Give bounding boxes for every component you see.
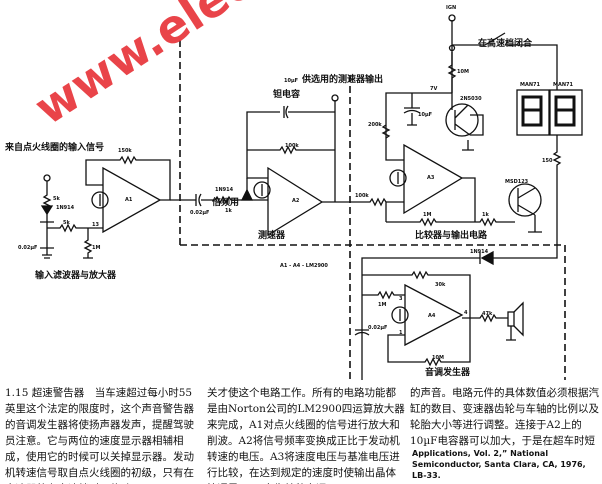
q2-label: MSD123 bbox=[505, 179, 529, 185]
r30k-label: 30k bbox=[435, 282, 446, 288]
c2-label: 0.02µF bbox=[190, 210, 210, 216]
r-in-label: 5k bbox=[63, 220, 70, 226]
disp1-label: MAN71 bbox=[520, 82, 540, 88]
op-amp-a1 bbox=[102, 166, 162, 234]
speaker-icon bbox=[507, 311, 515, 327]
r150k-label: 150k bbox=[118, 148, 132, 154]
c10b-label: 10µF bbox=[418, 112, 433, 118]
label-tach-output: 供选用的测速器输出 bbox=[302, 75, 384, 85]
pin13-label: 13 bbox=[92, 222, 99, 228]
a1-label: A1 bbox=[125, 197, 133, 203]
label-comparator-block: 比较器与输出电路 bbox=[415, 231, 488, 241]
a4-label: A4 bbox=[428, 313, 436, 319]
circuit-schematic bbox=[40, 14, 583, 380]
r10m-b-label: 10M bbox=[432, 355, 444, 361]
text-column-2: 关才使这个电路工作。所有的电路功能都是由Norton公司的LM2900四运算放大… bbox=[207, 387, 405, 484]
v7-label: 7V bbox=[430, 86, 438, 92]
text-column-3: 的声音。电路元件的具体数值必须根据汽缸的数目、变速器齿轮与车轴的比例以及轮胎大小… bbox=[410, 387, 599, 447]
label-high-gear: 在高速档闭合 bbox=[478, 39, 533, 49]
pin1-label: 1 bbox=[399, 330, 403, 336]
pin4-label: 4 bbox=[464, 310, 468, 316]
r1k-b-label: 1k bbox=[482, 212, 489, 218]
r5k-label: 5k bbox=[53, 196, 60, 202]
op-amp-a3 bbox=[403, 143, 464, 215]
disp2-label: MAN71 bbox=[553, 82, 573, 88]
d1-label: 1N914 bbox=[56, 205, 75, 211]
r1m-b-label: 1M bbox=[423, 212, 432, 218]
r100k-b-label: 100k bbox=[355, 193, 369, 199]
r150-label: 150 bbox=[542, 158, 553, 164]
label-tone-block: 音调发生器 bbox=[425, 368, 471, 378]
diode-d3 bbox=[480, 250, 494, 266]
label-input-signal: 来自点火线圈的输入信号 bbox=[5, 143, 105, 153]
label-input-block: 输入滤波器与放大器 bbox=[35, 271, 117, 281]
label-tantalum: 钽电容 bbox=[273, 90, 301, 100]
op-amp-a2 bbox=[267, 166, 324, 237]
r1k-label: 1k bbox=[225, 208, 232, 214]
r1m-label: 1M bbox=[92, 245, 101, 251]
label-ic-note: A1 - A4 - LM2900 bbox=[280, 263, 328, 269]
pin3-label: 3 bbox=[399, 296, 403, 302]
r1m-c-label: 1M bbox=[378, 302, 387, 308]
r100k-label: 100k bbox=[285, 143, 299, 149]
diode-d1 bbox=[40, 205, 54, 216]
q1-label: 2N5030 bbox=[460, 96, 482, 102]
label-tach-block: 测速器 bbox=[258, 231, 286, 241]
block-borders bbox=[179, 40, 566, 380]
r200k-label: 200k bbox=[368, 122, 382, 128]
transistor-q2 bbox=[508, 183, 542, 217]
label-doubler: 倍频用 bbox=[212, 198, 240, 208]
a2-label: A2 bbox=[292, 198, 300, 204]
transistor-q1 bbox=[445, 103, 479, 137]
r10m-label: 10M bbox=[457, 69, 469, 75]
a3-label: A3 bbox=[427, 175, 435, 181]
c1-label: 0.02µF bbox=[18, 245, 38, 251]
r47-label: 47k bbox=[482, 311, 493, 317]
c10-label: 10µF bbox=[284, 78, 299, 84]
text-column-1: 1.15 超速警告器 当车速超过每小时55英里这个法定的限度时，这个声音警告器的… bbox=[5, 387, 194, 484]
ign-label: IGN bbox=[446, 5, 457, 11]
reference-citation: Applications, Vol. 2,” National Semicond… bbox=[412, 449, 586, 480]
d2-label: 1N914 bbox=[215, 187, 234, 193]
d3-label: 1N914 bbox=[470, 249, 489, 255]
op-amp-a4 bbox=[404, 283, 464, 347]
c3-label: 0.02µF bbox=[368, 325, 388, 331]
